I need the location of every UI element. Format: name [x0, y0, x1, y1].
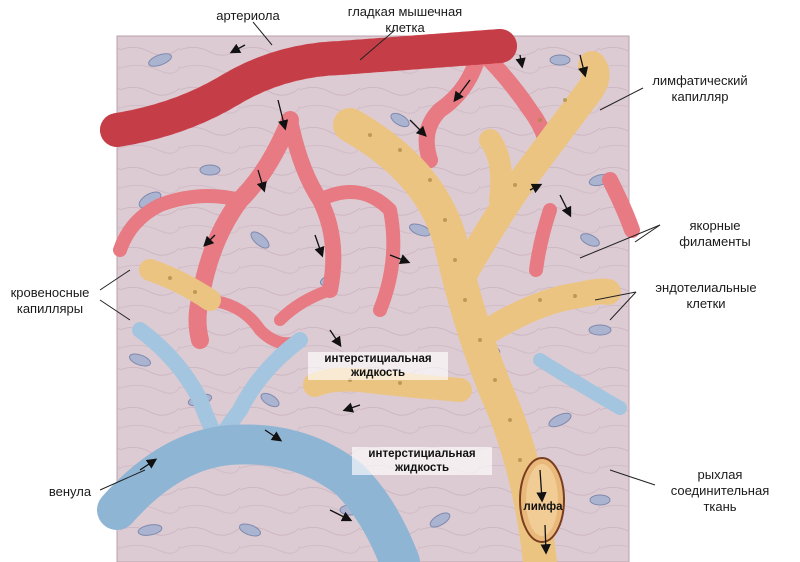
label-lymphatic-line2: капилляр	[671, 89, 729, 104]
label-loose-line2: соединительная	[670, 483, 770, 498]
label-interstitial2-line2: жидкость	[352, 461, 492, 475]
label-blood-cap-line1: кровеносные	[10, 285, 90, 300]
label-loose-line3: ткань	[703, 499, 737, 514]
label-smooth-muscle-line1: гладкая мышечная	[347, 4, 463, 19]
label-arteriole: артериола	[216, 8, 280, 23]
label-interstitial1-line1: интерстициальная	[308, 352, 448, 366]
label-anchor-filaments: якорные филаменты	[660, 218, 770, 250]
label-blood-capillaries: кровеносные капилляры	[0, 285, 100, 317]
label-lymph: лимфа	[523, 501, 563, 513]
label-interstitial2-line1: интерстициальная	[352, 447, 492, 461]
label-lymphatic-capillary: лимфатический капилляр	[635, 73, 765, 105]
label-interstitial1-line2: жидкость	[308, 366, 448, 380]
label-endothelial-line1: эндотелиальные	[655, 280, 757, 295]
leader-lines	[99, 21, 661, 491]
label-smooth-muscle-cell: гладкая мышечная клетка	[330, 4, 480, 36]
label-lymphatic-line1: лимфатический	[652, 73, 748, 88]
label-smooth-muscle-line2: клетка	[385, 20, 425, 35]
label-venule: венула	[48, 484, 92, 499]
label-interstitial-fluid-1: интерстициальная жидкость	[308, 352, 448, 380]
label-anchor-line1: якорные	[689, 218, 741, 233]
label-loose-line1: рыхлая	[697, 467, 743, 482]
flow-arrows	[139, 43, 589, 555]
label-endothelial-cells: эндотелиальные клетки	[636, 280, 776, 312]
label-loose-connective-tissue: рыхлая соединительная ткань	[650, 467, 790, 515]
venule	[97, 424, 420, 562]
label-blood-cap-line2: капилляры	[16, 301, 84, 316]
label-interstitial-fluid-2: интерстициальная жидкость	[352, 447, 492, 475]
label-endothelial-line2: клетки	[686, 296, 726, 311]
label-anchor-line2: филаменты	[679, 234, 751, 249]
